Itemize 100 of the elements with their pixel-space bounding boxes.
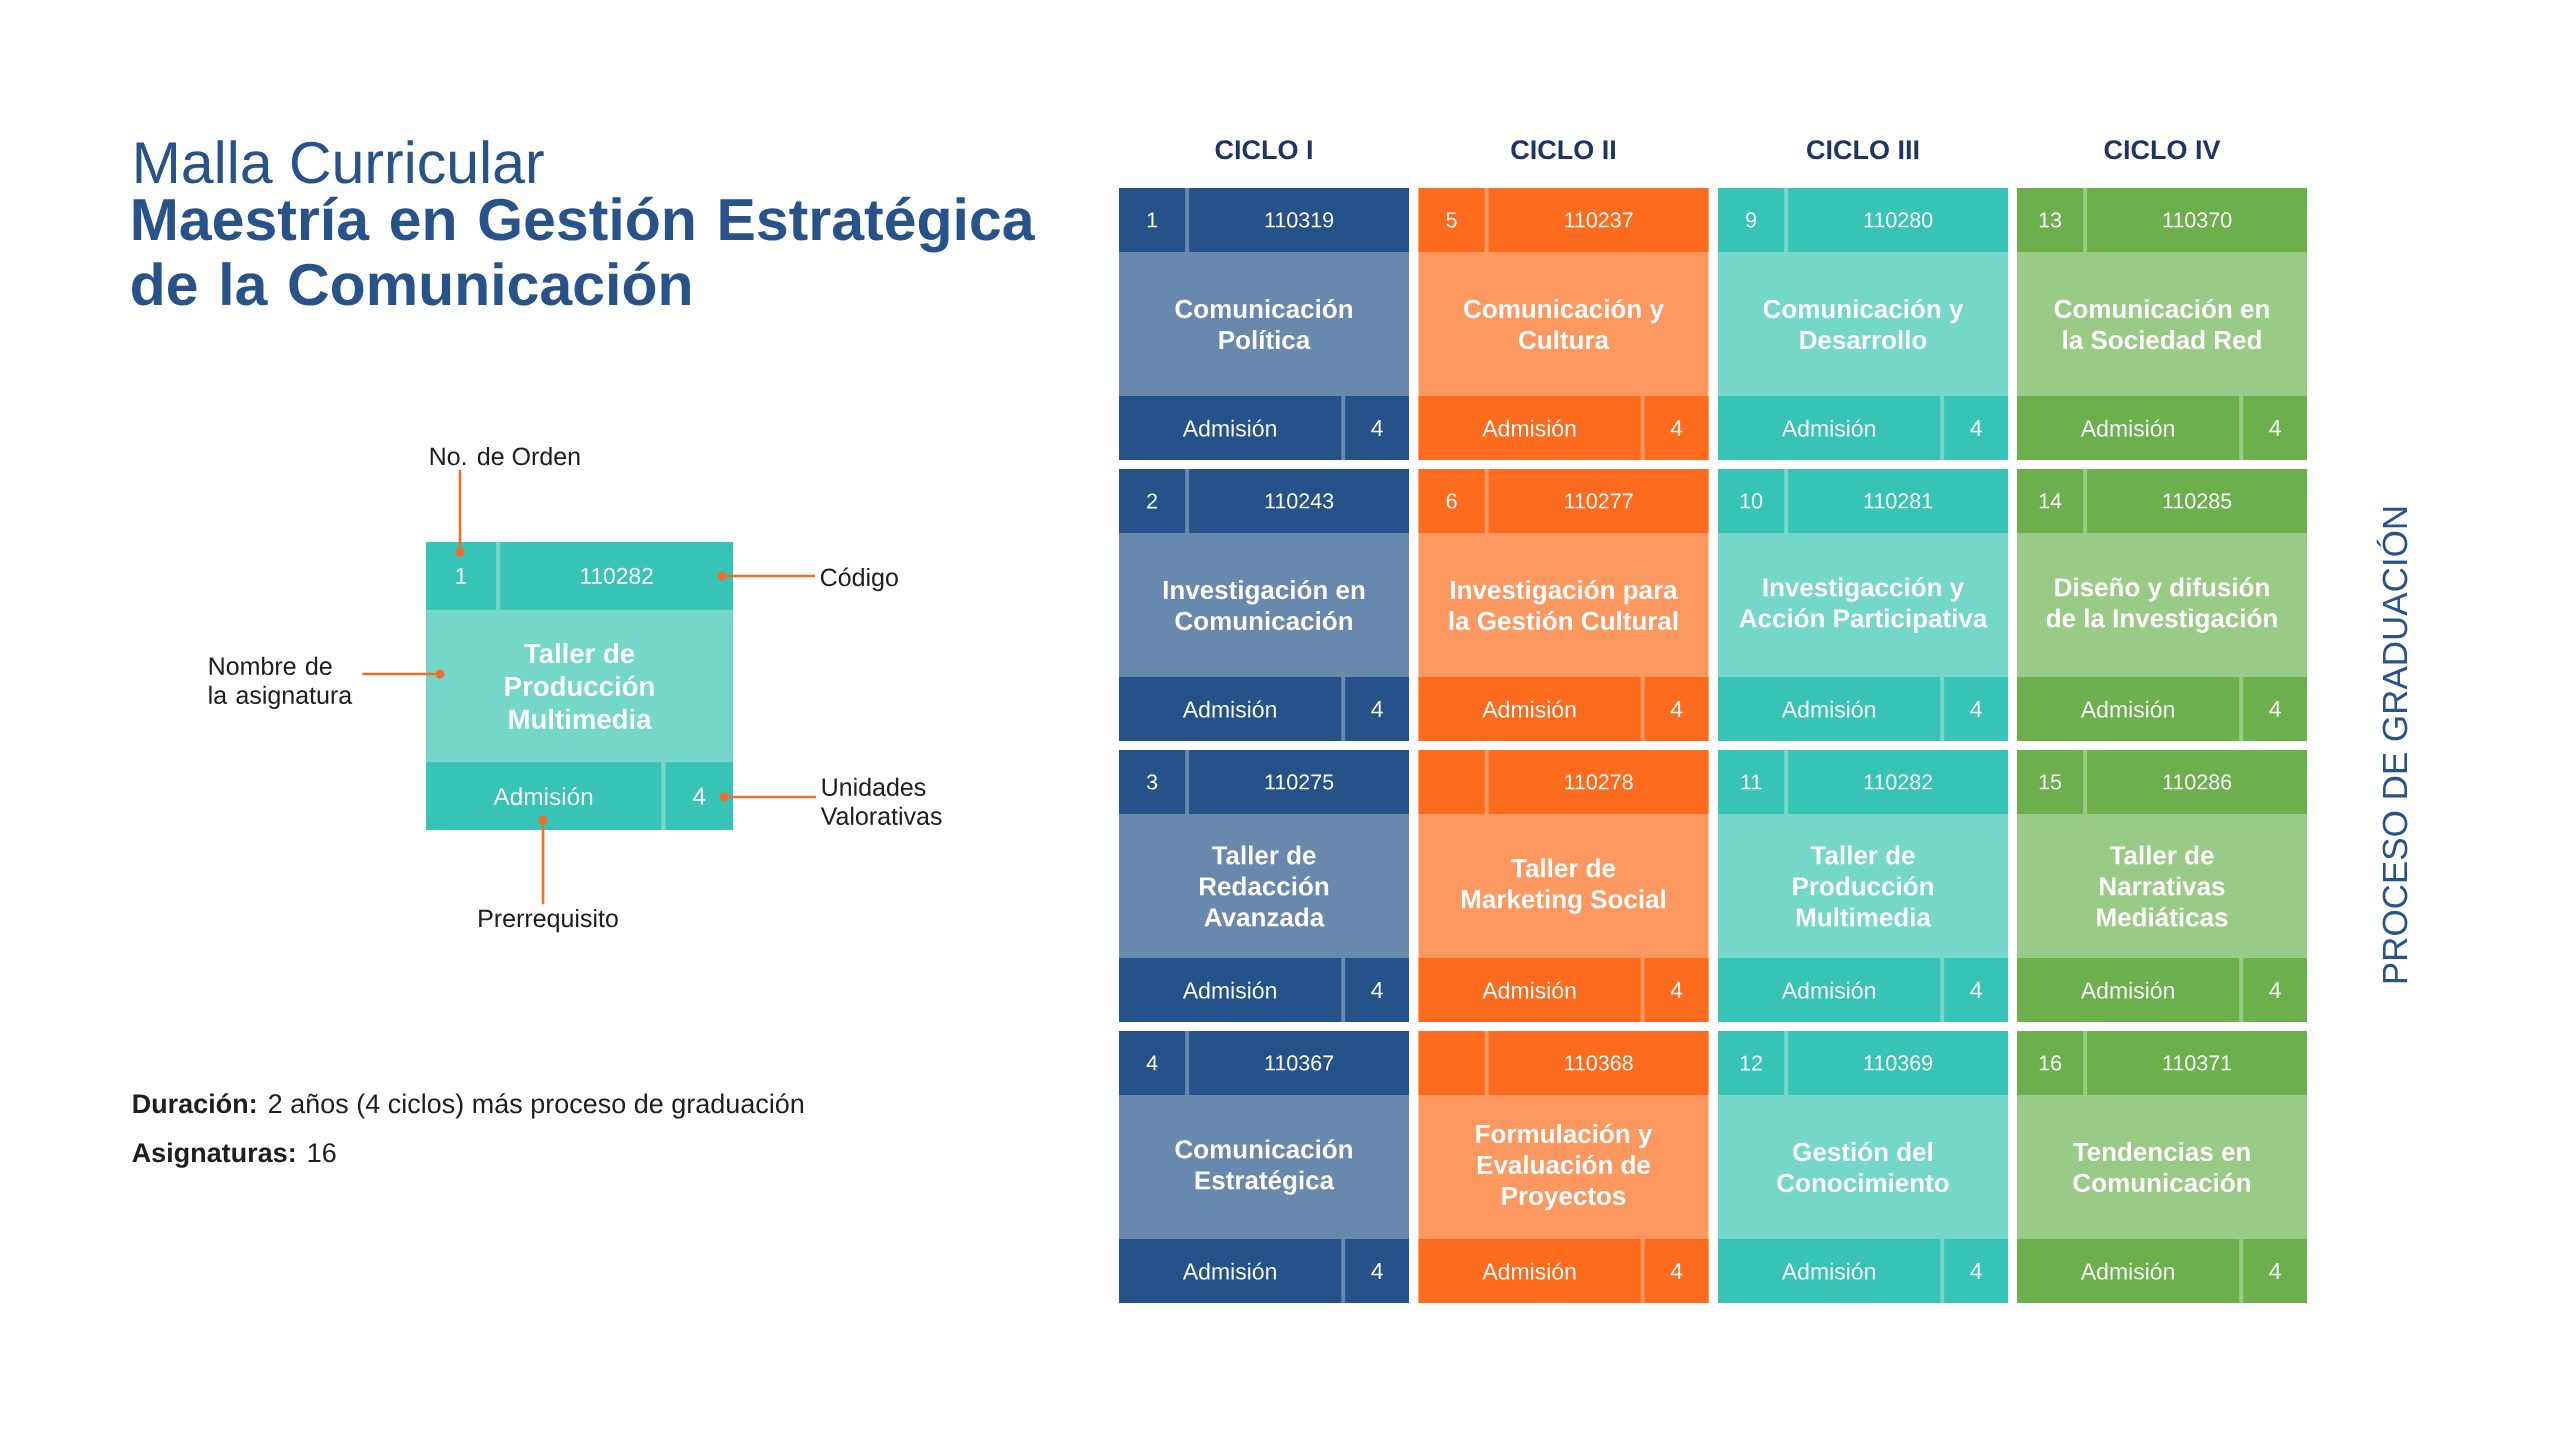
credit-cell: 4 (1345, 396, 1409, 460)
code-cell: 110243 (1189, 469, 1409, 533)
code-cell: 110282 (500, 542, 733, 610)
order-number-cell: 10 (1718, 469, 1785, 533)
order-number-cell: 9 (1718, 188, 1785, 252)
code-cell: 110370 (2087, 188, 2307, 252)
prerequisite-cell: Admisión (1119, 677, 1342, 741)
course-card (2017, 469, 2307, 741)
prerequisite-cell: Admisión (1119, 1239, 1342, 1303)
credit-cell: 4 (2243, 1239, 2307, 1303)
leader-line (541, 824, 545, 905)
course-name: Taller de Producción Multimedia (1793, 845, 1933, 927)
prerequisite-cell: Admisión (1718, 677, 1941, 741)
credit-cell: 4 (1345, 677, 1409, 741)
course-card (1418, 750, 1709, 1022)
order-number-cell: 1 (426, 542, 496, 610)
title: Malla Curricular (136, 140, 544, 184)
course-card (1718, 750, 2008, 1022)
order-number-cell: 6 (1418, 469, 1485, 533)
course-card (426, 542, 733, 830)
order-number-cell: 1 (1119, 188, 1186, 252)
prerequisite-cell: Admisión (1418, 677, 1641, 741)
code-cell: 110285 (2087, 469, 2307, 533)
credit-cell: 4 (1944, 677, 2008, 741)
course-name: Formulación y Evaluación de Proyectos (1476, 1123, 1653, 1211)
code-cell: 110282 (1788, 750, 2008, 814)
callout-label: No. de Orden (430, 446, 580, 466)
course-name: Comunicación Estratégica (1175, 1139, 1352, 1195)
code-cell: 110367 (1189, 1031, 1409, 1095)
course-name: Tendencias en Comunicación (2073, 1142, 2250, 1193)
course-card (1119, 469, 1409, 741)
code-cell: 110286 (2087, 750, 2307, 814)
order-number-cell: 4 (1119, 1031, 1186, 1095)
order-number-cell: 11 (1718, 750, 1785, 814)
leader-line (728, 795, 816, 799)
code-cell: 110280 (1788, 188, 2008, 252)
callout-label: Unidades Valorativas (820, 777, 942, 826)
course-name: Investigación en Comunicación (1163, 579, 1365, 631)
credit-cell: 4 (1644, 958, 1709, 1022)
prerequisite-cell: Admisión (2017, 958, 2240, 1022)
course-card (1418, 188, 1709, 460)
subtitle: Maestría en Gestión Estratégica de la Comunicación (132, 196, 1035, 306)
course-name: Taller de Producción Multimedia (505, 643, 654, 729)
course-card (2017, 1031, 2307, 1303)
prerequisite-cell: Admisión (426, 762, 662, 830)
credit-cell: 4 (1345, 958, 1409, 1022)
prerequisite-cell: Admisión (1418, 396, 1641, 460)
credit-cell: 4 (1644, 396, 1709, 460)
course-card (1418, 469, 1709, 741)
course-card (1119, 1031, 1409, 1303)
prerequisite-cell: Admisión (1418, 1239, 1641, 1303)
column-heading: CICLO I (1215, 140, 1312, 160)
course-name: Gestión del Conocimiento (1777, 1141, 1949, 1193)
course-name: Taller de Redacción Avanzada (1200, 845, 1329, 927)
prerequisite-cell: Admisión (2017, 677, 2240, 741)
order-number-cell: 14 (2017, 469, 2084, 533)
code-cell: 110277 (1488, 469, 1709, 533)
code-cell: 110278 (1488, 750, 1709, 814)
order-number-cell: 5 (1418, 188, 1485, 252)
code-cell: 110368 (1488, 1031, 1709, 1095)
course-card (1718, 1031, 2008, 1303)
course-card (2017, 750, 2307, 1022)
course-card (1718, 469, 2008, 741)
callout-label: Nombre de la asignatura (209, 656, 353, 709)
leader-line (726, 574, 815, 578)
code-cell: 110319 (1189, 188, 1409, 252)
credit-cell: 4 (1644, 1239, 1709, 1303)
credit-cell: 4 (1644, 677, 1709, 741)
credit-cell: 4 (665, 762, 733, 830)
prerequisite-cell: Admisión (1718, 1239, 1941, 1303)
prerequisite-cell: Admisión (1718, 958, 1941, 1022)
column-heading: CICLO III (1807, 140, 1919, 160)
credit-cell: 4 (2243, 677, 2307, 741)
prerequisite-cell: Admisión (2017, 396, 2240, 460)
code-cell: 110371 (2087, 1031, 2307, 1095)
callout-label: Código (820, 567, 898, 592)
code-cell: 110237 (1488, 188, 1709, 252)
course-name: Investigacción y Acción Participativa (1739, 577, 1988, 633)
credit-cell: 4 (2243, 958, 2307, 1022)
prerequisite-cell: Admisión (1718, 396, 1941, 460)
course-card (2017, 188, 2307, 460)
prerequisite-cell: Admisión (2017, 1239, 2240, 1303)
note: Asignaturas: 16 (132, 1142, 336, 1168)
course-name: Investigación para la Gestión Cultural (1449, 579, 1678, 631)
course-card (1418, 1031, 1709, 1303)
course-name: Comunicación y Cultura (1464, 298, 1664, 350)
order-number-cell: 2 (1119, 469, 1186, 533)
course-name: Comunicación en la Sociedad Red (2054, 298, 2269, 350)
credit-cell: 4 (2243, 396, 2307, 460)
column-heading: CICLO II (1511, 140, 1615, 160)
course-card (1119, 750, 1409, 1022)
prerequisite-cell: Admisión (1418, 958, 1641, 1022)
credit-cell: 4 (1345, 1239, 1409, 1303)
course-name: Diseño y difusión de la Investigación (2046, 577, 2277, 633)
code-cell: 110275 (1189, 750, 1409, 814)
order-number-cell: 16 (2017, 1031, 2084, 1095)
credit-cell: 4 (1944, 958, 2008, 1022)
credit-cell: 4 (1944, 396, 2008, 460)
leader-line (362, 672, 436, 676)
course-name: Comunicación Política (1175, 298, 1352, 350)
